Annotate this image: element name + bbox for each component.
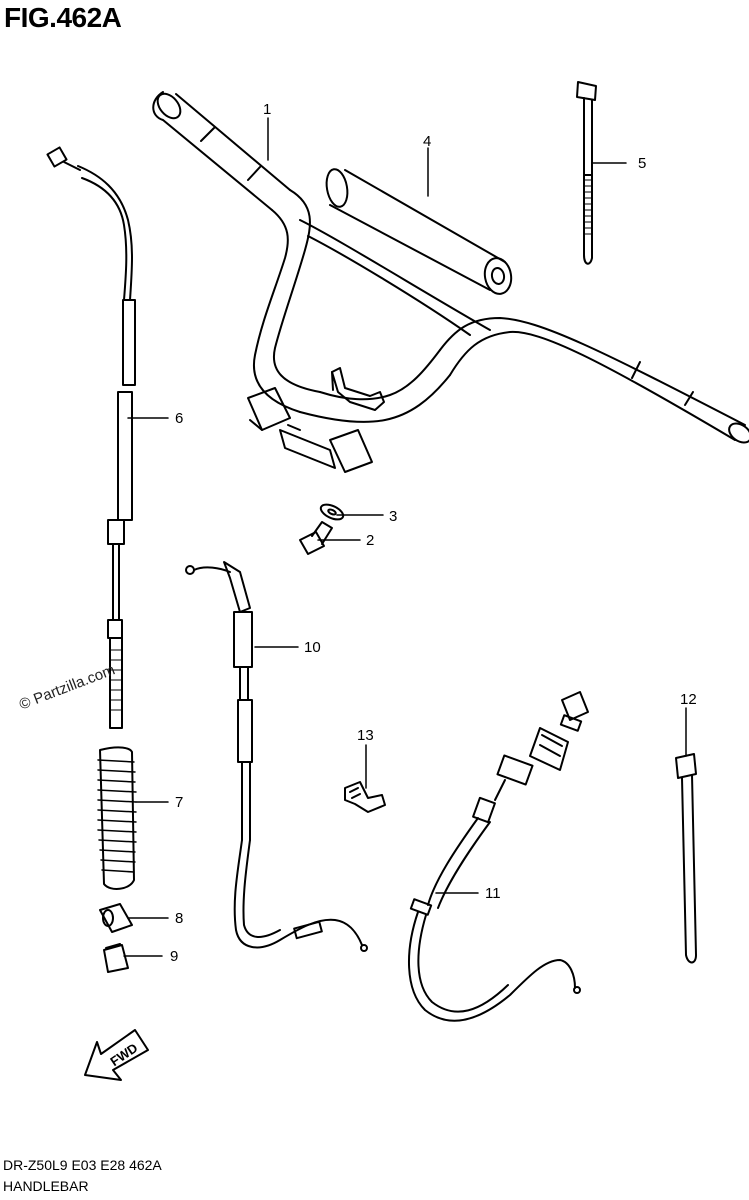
callout-2: 2 [366, 532, 374, 549]
callout-6: 6 [175, 410, 183, 427]
leader-lines [123, 117, 687, 957]
tie-lower [675, 753, 697, 964]
callout-12: 12 [680, 691, 697, 708]
callout-9: 9 [170, 948, 178, 965]
tie-upper [576, 81, 597, 265]
callout-5: 5 [638, 155, 646, 172]
callout-13: 13 [357, 727, 374, 744]
callout-labels: 1 2 3 4 5 6 7 8 9 10 11 12 13 [170, 101, 697, 965]
boot [97, 746, 137, 890]
figure-title: FIG.462A [4, 2, 122, 33]
clamp-cable [344, 781, 386, 813]
washer [319, 503, 345, 521]
callout-7: 7 [175, 794, 183, 811]
handlebar-pad [325, 168, 513, 295]
callout-10: 10 [304, 639, 321, 656]
fwd-arrow: FWD [84, 1029, 149, 1081]
callout-1: 1 [263, 101, 271, 118]
figure-code: DR-Z50L9 E03 E28 462A [3, 1157, 162, 1173]
cable-middle [185, 561, 368, 952]
callout-8: 8 [175, 910, 183, 927]
handlebar-part [152, 91, 749, 473]
cable-choke [407, 691, 589, 1022]
callout-3: 3 [389, 508, 397, 525]
clamp-small [99, 903, 133, 933]
figure-caption: HANDLEBAR [3, 1178, 89, 1194]
callout-4: 4 [423, 133, 431, 150]
bolt [299, 521, 333, 555]
callout-11: 11 [485, 885, 501, 902]
cap [103, 943, 129, 973]
cable-left [46, 146, 136, 729]
